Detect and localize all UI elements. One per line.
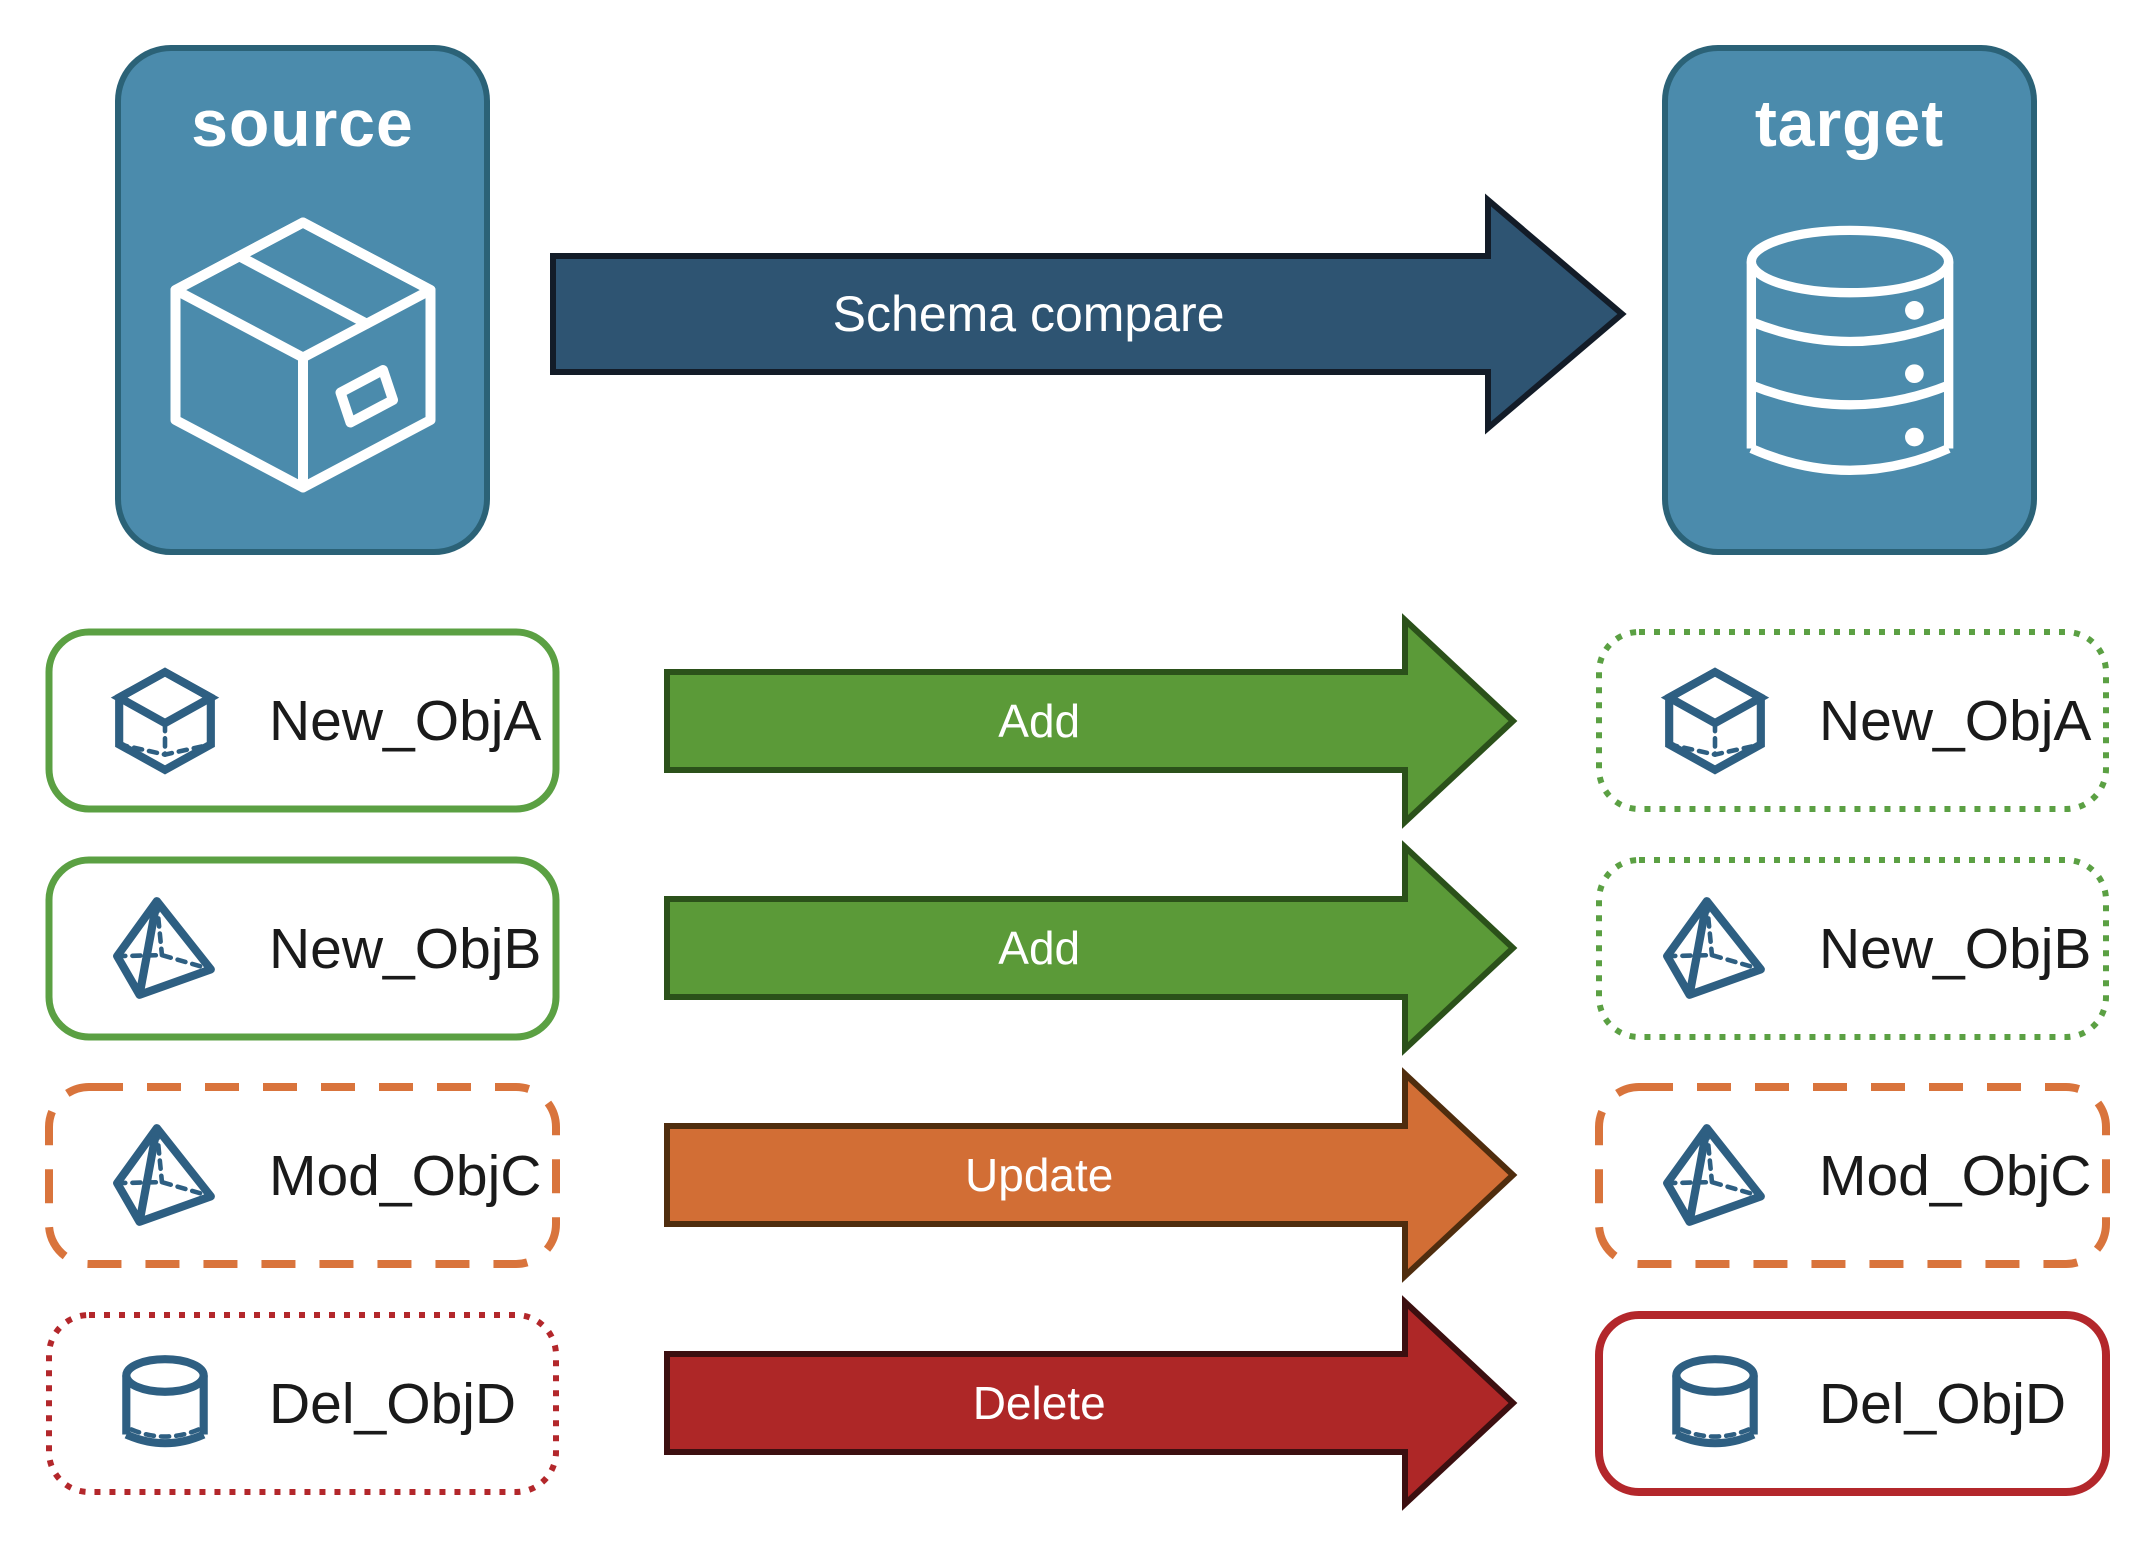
source-node: source	[115, 45, 490, 555]
object-label: New_ObjA	[269, 688, 542, 753]
database-icon	[1668, 161, 2031, 549]
add-arrow: Add	[663, 606, 1518, 836]
add-arrow: Add	[663, 833, 1518, 1063]
schema-compare-arrow: Schema compare	[548, 188, 1628, 440]
target-node: target	[1662, 45, 2037, 555]
update-arrow: Update	[663, 1060, 1518, 1290]
object-label: Del_ObjD	[269, 1371, 517, 1436]
update-arrow-shape	[664, 1067, 1518, 1283]
add-arrow-shape	[664, 840, 1518, 1056]
cylinder-icon	[109, 1348, 221, 1460]
object-label: New_ObjB	[1819, 916, 2092, 981]
delete-arrow-label: Delete	[972, 1377, 1106, 1429]
add-arrow-label: Add	[998, 695, 1081, 747]
add-arrow-label: Add	[998, 922, 1081, 974]
target-object-card: New_ObjA	[1595, 628, 2110, 813]
object-label: Mod_ObjC	[1819, 1143, 2092, 1208]
object-label: Del_ObjD	[1819, 1371, 2067, 1436]
source-object-card: New_ObjB	[45, 856, 560, 1041]
pyramid-icon	[109, 1120, 221, 1232]
update-arrow-label: Update	[965, 1149, 1114, 1201]
cube-icon	[1659, 665, 1771, 777]
add-arrow-shape	[664, 613, 1518, 829]
target-title: target	[1754, 86, 1945, 160]
source-object-card: New_ObjA	[45, 628, 560, 813]
schema-compare-arrow-shape	[550, 193, 1627, 435]
delete-arrow-shape	[664, 1295, 1518, 1511]
schema-compare-arrow-label: Schema compare	[832, 286, 1225, 342]
package-box-icon	[121, 161, 484, 549]
object-label: New_ObjA	[1819, 688, 2092, 753]
target-object-card: Mod_ObjC	[1595, 1083, 2110, 1268]
source-object-card: Del_ObjD	[45, 1311, 560, 1496]
pyramid-icon	[109, 893, 221, 1005]
object-label: New_ObjB	[269, 916, 542, 981]
source-object-card: Mod_ObjC	[45, 1083, 560, 1268]
object-label: Mod_ObjC	[269, 1143, 542, 1208]
target-object-card: Del_ObjD	[1595, 1311, 2110, 1496]
source-title: source	[191, 86, 414, 160]
pyramid-icon	[1659, 1120, 1771, 1232]
pyramid-icon	[1659, 893, 1771, 1005]
cylinder-icon	[1659, 1348, 1771, 1460]
target-object-card: New_ObjB	[1595, 856, 2110, 1041]
cube-icon	[109, 665, 221, 777]
delete-arrow: Delete	[663, 1288, 1518, 1518]
